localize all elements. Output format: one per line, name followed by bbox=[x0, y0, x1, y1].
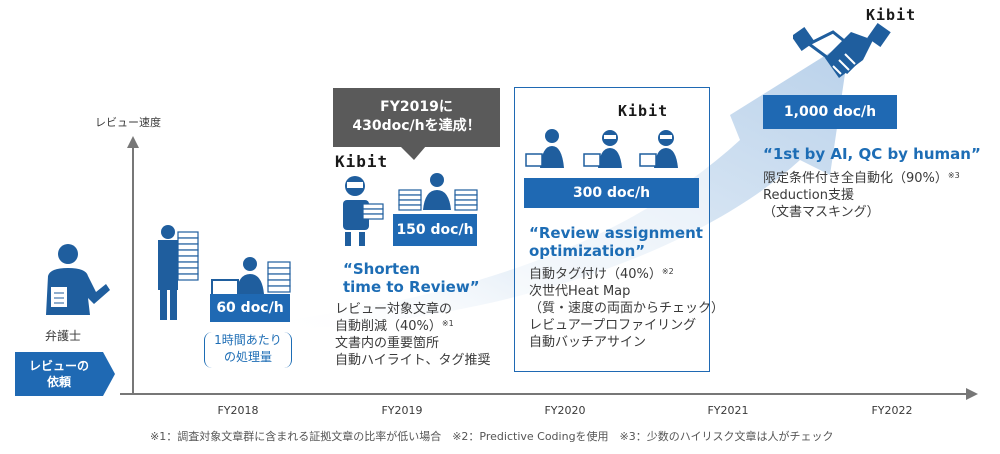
x-tick-fy2018: FY2018 bbox=[217, 404, 259, 417]
request-line1: レビューの bbox=[28, 359, 89, 373]
fy2019-desc-line2: 自動削減（40%） bbox=[335, 319, 442, 334]
fy2018-note-line2: の処理量 bbox=[223, 350, 272, 364]
fy2019-rate-badge: 150 doc/h bbox=[393, 214, 477, 246]
fy2019-callout-line2: 430doc/hを達成！ bbox=[352, 118, 481, 134]
request-arrow: レビューの 依頼 bbox=[15, 352, 115, 396]
fy2019-desc-footnote-mark: ※1 bbox=[441, 319, 454, 328]
x-tick-fy2021: FY2021 bbox=[707, 404, 749, 417]
request-line2: 依頼 bbox=[46, 375, 71, 389]
fy2019-desc-line1: レビュー対象文章の bbox=[335, 302, 453, 317]
fy2020-desc-line4: レビュアープロファイリング bbox=[529, 318, 697, 333]
fy2019-desc-line2-wrap: 自動削減（40%）※1 bbox=[335, 318, 490, 335]
fy2019-brand-logo: Kibit bbox=[335, 152, 389, 171]
x-tick-fy2019: FY2019 bbox=[381, 404, 423, 417]
fy2019-desc-line3: 文書内の重要箇所 bbox=[335, 336, 440, 351]
lawyer-label: 弁護士 bbox=[45, 329, 82, 343]
fy2019-robot-and-reviewer-icon bbox=[343, 173, 478, 246]
fy2018-rate-badge: 60 doc/h bbox=[210, 294, 290, 322]
fy2018-reviewers-icon bbox=[158, 225, 291, 320]
fy2019-callout-line1: FY2019に bbox=[380, 99, 453, 115]
fy2020-desc-line5: 自動バッチアサイン bbox=[529, 335, 647, 350]
fy2020-desc-line2: 次世代Heat Map bbox=[529, 284, 631, 299]
fy2020-description: 自動タグ付け（40%）※2 次世代Heat Map （質・速度の両面からチェック… bbox=[529, 266, 724, 351]
fy2019-quote-line2: time to Review” bbox=[343, 278, 480, 296]
handshake-icon bbox=[793, 23, 891, 78]
fy2020-desc-line1: 自動タグ付け（40%） bbox=[529, 267, 662, 282]
fy2020-reviewer-and-robots-icon bbox=[525, 129, 678, 168]
fy2022-brand-logo: Kibit bbox=[866, 6, 917, 24]
fy2020-quote: “Review assignment optimization” bbox=[529, 224, 703, 260]
fy2022-desc-line1: 限定条件付き全自動化（90%） bbox=[763, 171, 948, 186]
fy2022-description: 限定条件付き全自動化（90%）※3 Reduction支援 （文書マスキング） bbox=[763, 170, 960, 221]
fy2019-description: レビュー対象文章の 自動削減（40%）※1 文書内の重要箇所 自動ハイライト、タ… bbox=[335, 301, 490, 369]
fy2022-desc-line1-wrap: 限定条件付き全自動化（90%）※3 bbox=[763, 170, 960, 187]
fy2022-desc-footnote-mark: ※3 bbox=[947, 171, 960, 180]
fy2020-quote-line1: “Review assignment bbox=[529, 224, 703, 242]
x-tick-fy2020: FY2020 bbox=[544, 404, 586, 417]
footnotes: ※1：調査対象文章群に含まれる証拠文章の比率が低い場合 ※2：Predictiv… bbox=[150, 430, 834, 443]
fy2022-quote: “1st by AI, QC by human” bbox=[763, 145, 981, 163]
fy2019-quote: “Shorten time to Review” bbox=[343, 260, 480, 296]
fy2018-note-line1: 1時間あたり bbox=[214, 333, 282, 347]
lawyer-icon bbox=[46, 244, 110, 315]
fy2020-brand-logo: Kibit bbox=[618, 102, 669, 120]
fy2018-note: 1時間あたり の処理量 bbox=[204, 332, 292, 368]
fy2019-desc-line4: 自動ハイライト、タグ推奨 bbox=[335, 353, 491, 368]
fy2019-callout: FY2019に 430doc/hを達成！ bbox=[333, 88, 500, 147]
x-tick-fy2022: FY2022 bbox=[871, 404, 913, 417]
fy2019-quote-line1: “Shorten bbox=[343, 260, 421, 278]
fy2022-desc-line3: （文書マスキング） bbox=[763, 205, 880, 220]
fy2019-callout-pointer bbox=[400, 146, 426, 160]
fy2020-desc-footnote-mark: ※2 bbox=[661, 267, 674, 276]
fy2022-rate-badge: 1,000 doc/h bbox=[763, 95, 897, 129]
fy2020-rate-badge: 300 doc/h bbox=[524, 178, 699, 208]
y-axis-label: レビュー速度 bbox=[95, 116, 161, 129]
fy2020-desc-line3: （質・速度の両面からチェック） bbox=[529, 301, 725, 316]
fy2020-quote-line2: optimization” bbox=[529, 242, 646, 260]
fy2022-desc-line2: Reduction支援 bbox=[763, 188, 854, 203]
fy2020-desc-line1-wrap: 自動タグ付け（40%）※2 bbox=[529, 266, 724, 283]
